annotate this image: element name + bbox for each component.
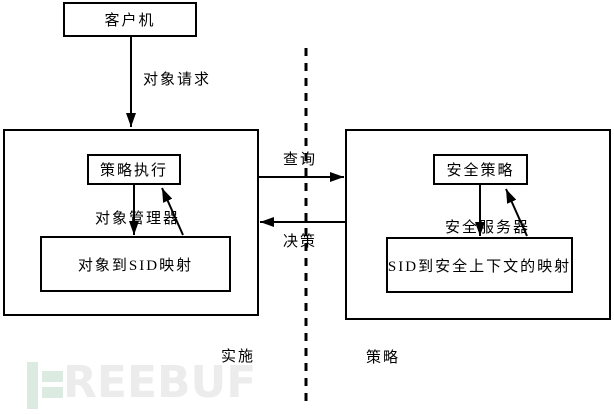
enforcement-container <box>3 129 259 316</box>
policy-enforcement-node: 策略执行 <box>87 154 181 185</box>
policy-container <box>345 129 611 320</box>
sid-to-context-mapping-node: SID到安全上下文的映射 <box>386 237 573 293</box>
watermark-f-bottom-bar <box>42 387 63 398</box>
security-policy-label: 安全策略 <box>446 163 515 179</box>
decision-label: 决策 <box>283 234 318 250</box>
client-node-label: 客户机 <box>104 13 156 29</box>
object-to-sid-mapping-label: 对象到SID映射 <box>77 257 194 274</box>
watermark-f-top-bar <box>42 371 63 382</box>
policy-enforcement-label: 策略执行 <box>99 163 168 179</box>
right-region-label: 策略 <box>366 350 401 366</box>
sid-to-context-mapping-label: SID到安全上下文的映射 <box>387 258 572 275</box>
client-node: 客户机 <box>63 2 197 37</box>
left-region-label: 实施 <box>221 349 256 365</box>
object-request-label: 对象请求 <box>143 72 212 88</box>
object-to-sid-mapping-node: 对象到SID映射 <box>40 236 231 292</box>
watermark-f-vertical-bar <box>27 362 38 409</box>
security-policy-node: 安全策略 <box>433 154 528 185</box>
object-manager-label: 对象管理器 <box>95 211 181 227</box>
watermark-text: REEBUF <box>63 357 257 408</box>
query-label: 查询 <box>283 152 318 168</box>
security-server-label: 安全服务器 <box>445 220 531 236</box>
